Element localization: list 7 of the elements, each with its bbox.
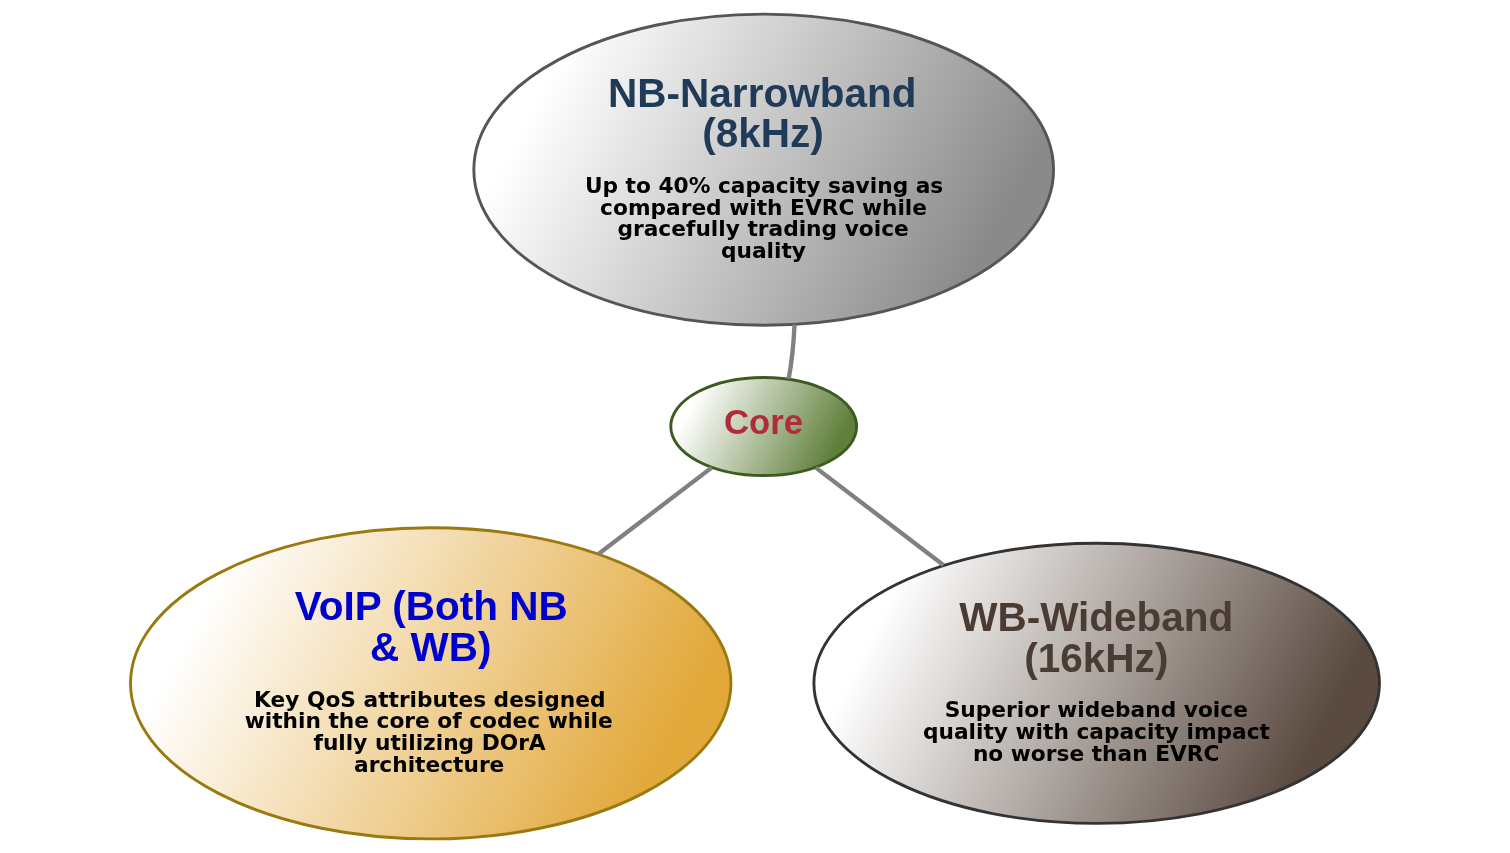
- connector: [786, 324, 797, 380]
- node-ellipse: NB-Narrowband (8kHz) Up to 40% capacity saving as compared with EVRC while gracefully trading voice quality: [472, 12, 1055, 327]
- node-ellipse: WB-Wideband (16kHz) Superior wideband voice quality with capacity impact no worse than EVRC: [812, 541, 1381, 825]
- connector: [597, 465, 713, 556]
- node-ellipse: Core: [669, 376, 859, 477]
- connector: [814, 465, 945, 567]
- node-ellipse: VoIP (Both NB & WB) Key QoS attributes designed within the core of codec while fully utilizing DOrA architecture: [129, 526, 733, 841]
